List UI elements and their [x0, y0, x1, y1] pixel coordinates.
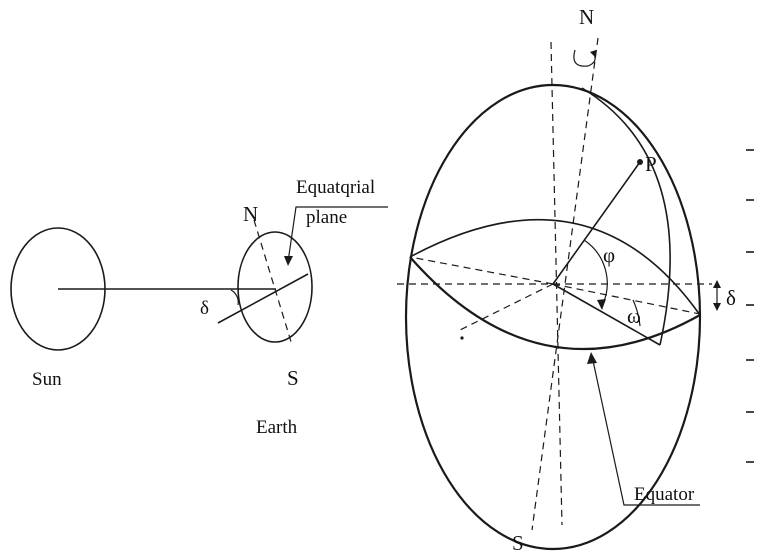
- sphere-north-label: N: [579, 5, 594, 29]
- equator-label: Equator: [634, 484, 695, 505]
- sphere-outline: [404, 83, 702, 551]
- dashed-to-right-point: [552, 283, 706, 316]
- dashed-to-equator-front: [459, 283, 554, 331]
- equator-leader: [591, 355, 700, 506]
- point-p-label: P: [645, 152, 657, 176]
- latitude-arc: [583, 239, 608, 307]
- rotation-arrow-icon: [573, 49, 596, 67]
- earth-label: Earth: [256, 417, 298, 438]
- point-p-marker: [637, 159, 643, 165]
- celestial-sphere-figure: P φ ω δ N S Equator: [397, 5, 754, 555]
- position-vector-op: [552, 161, 641, 285]
- equatorial-plane-line: [217, 273, 309, 324]
- equator-leader-arrowhead: [587, 352, 597, 364]
- sun-earth-figure: Sun δ N S Earth Equatqrial plane: [10, 177, 388, 438]
- latitude-arrowhead: [597, 299, 606, 310]
- earth-polar-axis: [253, 219, 293, 346]
- sun-label: Sun: [32, 369, 62, 390]
- hour-angle-label: ω: [627, 304, 641, 328]
- equatorial-plane-label-1: Equatqrial: [296, 177, 375, 198]
- hour-angle-arc: [632, 299, 641, 327]
- earth-north-label: N: [243, 202, 258, 226]
- rotation-arrowhead: [590, 50, 596, 58]
- vertical-axis-dashed: [550, 41, 563, 526]
- declination-label: δ: [200, 298, 209, 319]
- polar-axis-dashed: [531, 37, 599, 531]
- dashed-to-left-equator: [409, 256, 554, 285]
- declination-arrowhead-bottom: [713, 303, 721, 311]
- declination-arc: [230, 289, 239, 306]
- sphere-south-label: S: [512, 531, 524, 552]
- equator-front-arc: [409, 256, 701, 351]
- latitude-label: φ: [603, 243, 615, 267]
- stray-dot: [460, 336, 464, 340]
- earth-south-label: S: [287, 366, 299, 390]
- equatorial-plane-arrowhead: [284, 256, 293, 266]
- sphere-declination-label: δ: [726, 286, 736, 310]
- meridian-arc: [581, 87, 671, 346]
- declination-arrowhead-top: [713, 280, 721, 288]
- equator-radius-line: [552, 283, 661, 346]
- equatorial-plane-label-2: plane: [306, 207, 347, 228]
- equatorial-plane-leader: [287, 206, 388, 263]
- earth-circle: [237, 231, 313, 343]
- incoming-rays: [746, 149, 754, 463]
